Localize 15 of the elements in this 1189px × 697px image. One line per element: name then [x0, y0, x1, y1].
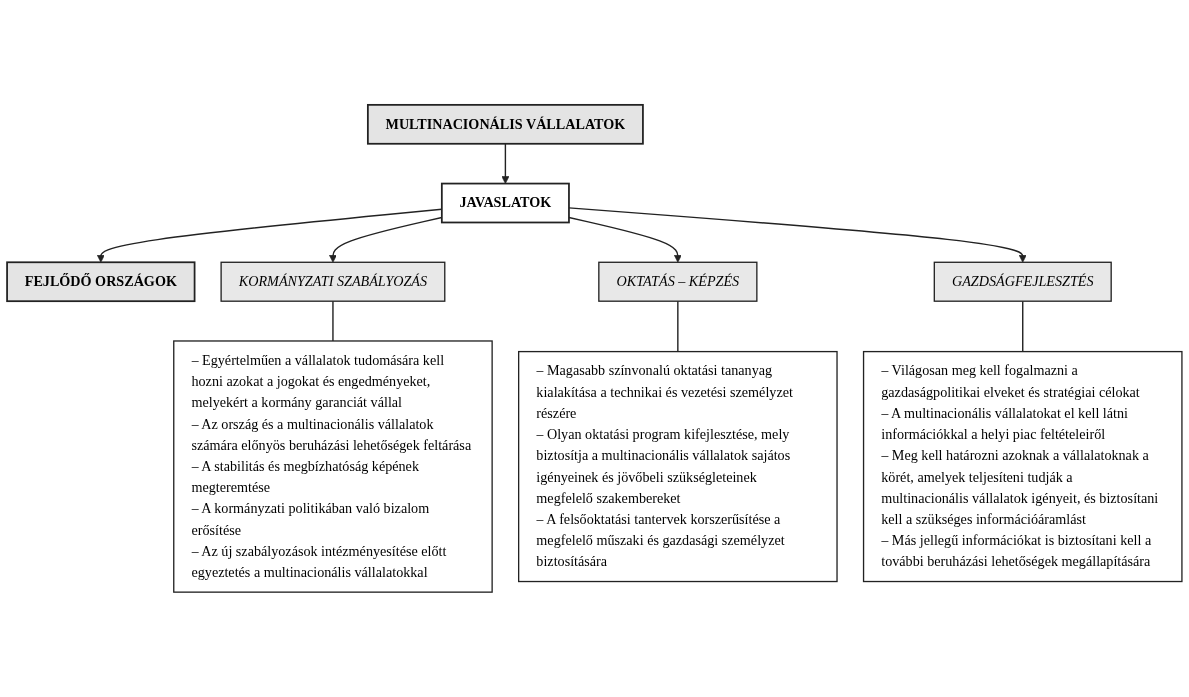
node-box: – Egyértelműen a vállalatok tudomására kell hozni azokat a jogokat és engedményeket, melyekért a kormány garanciát vállal – Az ország és a multinacionális vállalatok számára előnyös beruházási lehetőségek feltárása – A stabilitás és megbízhatóság képének megteremtése – A kormányzati politikában való bizalom erősítése – Az új szabályozások intézményesítése előtt egyeztetés a multinacionális vállalatokkal — [173, 340, 493, 593]
connector — [677, 300, 679, 353]
arrow — [501, 143, 510, 184]
node-box: OKTATÁS – KÉPZÉS — [598, 261, 758, 302]
connector — [1022, 300, 1024, 353]
node-box: GAZDSÁGFEJLESZTÉS — [933, 261, 1112, 302]
arrow — [568, 207, 1027, 263]
node-box: JAVASLATOK — [440, 182, 570, 224]
connector — [332, 300, 334, 342]
arrow — [568, 216, 682, 263]
node-box: FEJLŐDŐ ORSZÁGOK — [6, 261, 196, 303]
node-box: – Világosan meg kell fogalmazni a gazdaságpolitikai elveket és stratégiai célokat – A multinacionális vállalatokat el kell látni információkkal a helyi piac feltételeiről – Meg kell határozni azoknak a vállalatoknak a körét, amelyek teljesíteni tudják a multinacionális vállalatok igényeit, és biztosítani kell a szükséges információáramlást – Más jellegű információkat is biztosítani kell a további beruházási lehetőségek megállapítására — [862, 350, 1183, 583]
node-box: MULTINACIONÁLIS VÁLLALATOK — [366, 103, 644, 145]
node-box: KORMÁNYZATI SZABÁLYOZÁS — [220, 261, 446, 302]
node-box: – Magasabb színvonalú oktatási tananyag kialakítása a technikai és vezetési személyzet részére – Olyan oktatási program kifejlesztése, mely biztosítja a multinacionális vállalatok sajátos igényeinek és jövőbeli szükségleteinek megfelelő szakembereket – A felsőoktatási tantervek korszerűsítése a megfelelő műszaki és gazdasági személyzet biztosítására — [518, 350, 838, 583]
